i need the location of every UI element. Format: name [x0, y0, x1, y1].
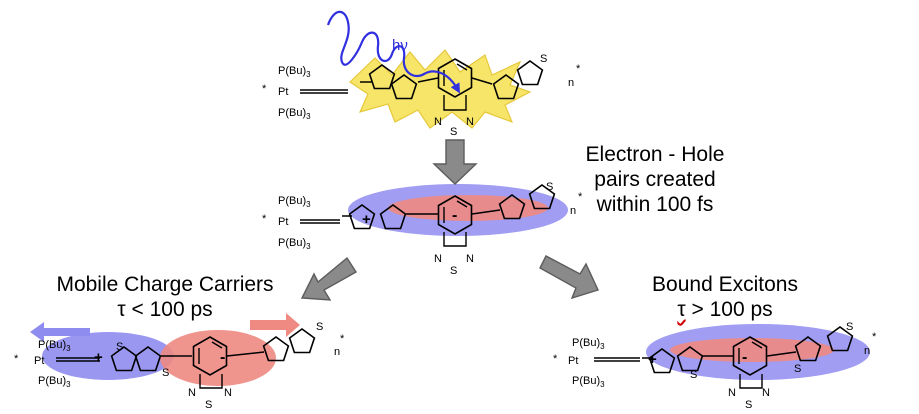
ligand-upper: P(Bu)3 [278, 195, 311, 209]
electron-carrier [160, 330, 276, 386]
donor-acceptor-polymer-right [642, 326, 854, 389]
arrow-down [432, 139, 478, 185]
metal-label: Pt [278, 216, 288, 228]
arrow-to-bound-excitons [539, 255, 599, 300]
donor-acceptor-polymer-top [360, 58, 544, 111]
ligand-upper: P(Bu)3 [278, 65, 311, 79]
annotation-electron-hole: Electron - Hole pairs created within 100… [560, 142, 750, 217]
nitrogen-atom: N [434, 253, 442, 265]
repeat-n: n [570, 205, 576, 217]
hole-motion-arrow [30, 322, 90, 342]
tau-symbol: τ [677, 298, 686, 321]
end-mark: * [576, 63, 581, 75]
sulfur-atom: S [690, 369, 697, 381]
ligand-lower: P(Bu)3 [572, 375, 605, 389]
end-mark: * [578, 191, 583, 203]
sulfur-atom: S [316, 321, 323, 333]
mobile-charge-carriers-label: Mobile Charge Carriers τ < 100 ps [30, 272, 300, 322]
nitrogen-atom: N [224, 387, 232, 399]
pt-complex-middle: * P(Bu)3 Pt P(Bu)3 n * + - S S N N [262, 181, 583, 277]
bound-excitons-label: Bound Excitons τ > 100 ps [630, 272, 820, 322]
end-mark: * [14, 353, 19, 365]
sulfur-atom: S [794, 363, 801, 375]
exciton-lifetime-value: > 100 ps [685, 298, 773, 321]
sulfur-atom: S [205, 399, 212, 411]
electron-minus: - [742, 349, 747, 366]
light-label: hν [392, 37, 408, 54]
donor-acceptor-polymer-middle [342, 184, 556, 247]
sulfur-atom: S [846, 321, 853, 333]
hole-plus: + [648, 351, 657, 368]
donor-acceptor-polymer-left [110, 328, 316, 389]
repeat-n: n [568, 77, 574, 89]
metal-label: Pt [568, 355, 578, 367]
annotation-line-3: within 100 fs [596, 193, 714, 216]
nitrogen-atom: N [466, 253, 474, 265]
sulfur-atom: S [546, 181, 553, 193]
ligand-upper: P(Bu)3 [38, 339, 71, 353]
pt-complex-right: * P(Bu)3 Pt P(Bu)3 n * + - S S S S N N [553, 321, 877, 411]
electron-delocalization [388, 195, 548, 221]
hole-carrier [42, 332, 174, 380]
nitrogen-atom: N [188, 387, 196, 399]
metal-label: Pt [278, 86, 288, 98]
metal-label: Pt [34, 355, 44, 367]
annotation-line-2: pairs created [594, 168, 716, 191]
arrow-to-mobile-carriers [300, 256, 357, 301]
nitrogen-atom: N [728, 387, 736, 399]
sulfur-atom: S [116, 341, 123, 353]
electron-motion-arrow [250, 313, 300, 337]
pt-complex-top: * P(Bu)3 Pt P(Bu)3 n * S S N N [262, 53, 581, 138]
nitrogen-atom: N [762, 387, 770, 399]
end-mark: * [262, 83, 267, 95]
sulfur-atom: S [540, 53, 547, 65]
sulfur-atom: S [450, 126, 457, 138]
annotation-line-1: Electron - Hole [585, 143, 725, 166]
exciton-lifetime: τ > 100 ps [630, 297, 820, 322]
end-mark: * [872, 331, 877, 343]
repeat-n: n [864, 345, 870, 357]
nitrogen-atom: N [466, 116, 474, 128]
pt-complex-left: * P(Bu)3 Pt P(Bu)3 n * + - S S S S N N [14, 321, 345, 411]
light-wave [326, 10, 460, 94]
hole-plus: + [362, 211, 371, 228]
sulfur-atom: S [450, 265, 457, 277]
electron-minus: - [220, 349, 225, 366]
nitrogen-atom: N [434, 116, 442, 128]
mobile-title: Mobile Charge Carriers [56, 273, 274, 296]
ligand-lower: P(Bu)3 [278, 237, 311, 251]
end-mark: * [553, 353, 558, 365]
sulfur-atom: S [162, 367, 169, 379]
ligand-upper: P(Bu)3 [572, 337, 605, 351]
exciton-title: Bound Excitons [652, 273, 798, 296]
ligand-lower: P(Bu)3 [278, 107, 311, 121]
repeat-n: n [334, 346, 340, 358]
mobile-lifetime: τ < 100 ps [117, 298, 213, 321]
electron-minus: - [452, 207, 457, 224]
end-mark: * [340, 333, 345, 345]
sulfur-atom: S [745, 399, 752, 411]
ligand-lower: P(Bu)3 [38, 375, 71, 389]
end-mark: * [262, 213, 267, 225]
